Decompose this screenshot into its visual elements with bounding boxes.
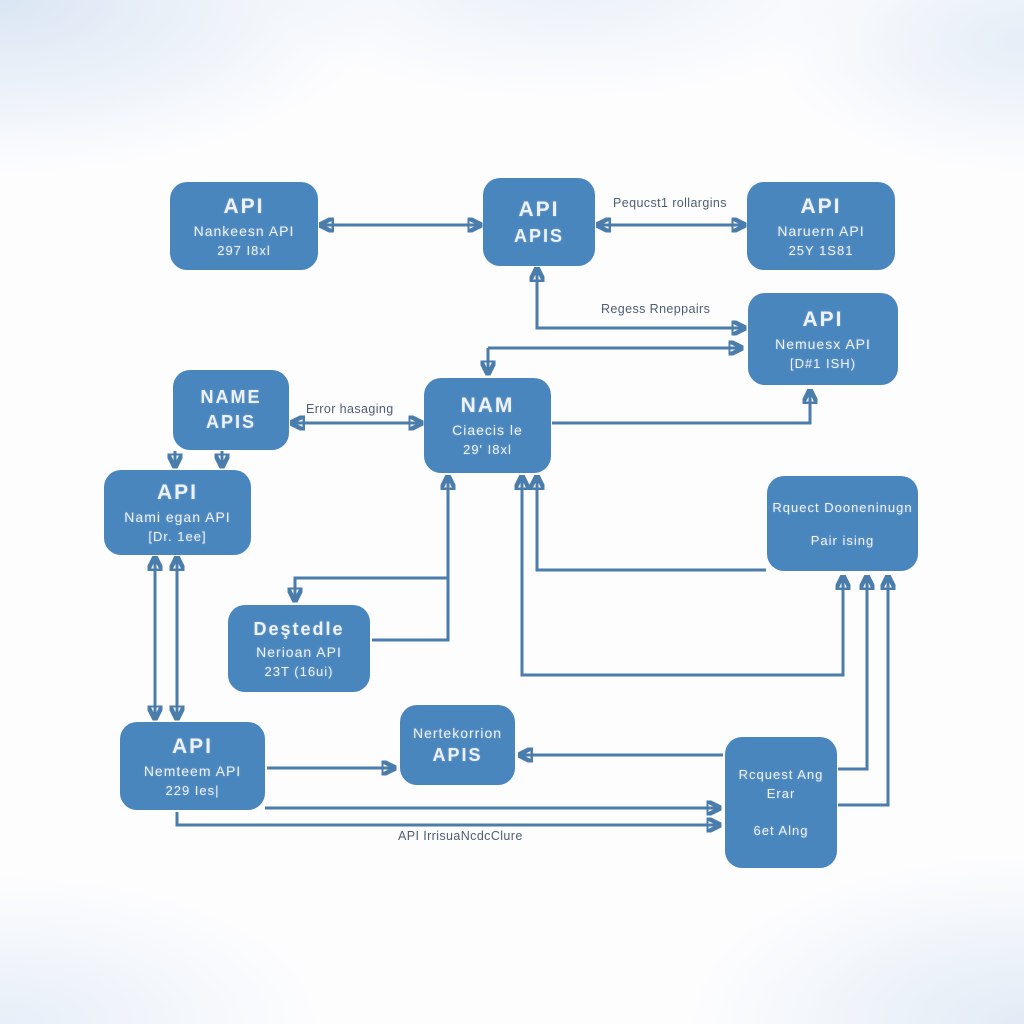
node-detail: 6et Alng [753,823,809,838]
node-api-right-row2: API Nemuesx API [D#1 ISH) [748,293,898,385]
node-detail: 25Y 1S81 [788,242,854,258]
node-title: Rcquest Ang [738,767,824,782]
node-subtitle: Ciaecis le [452,422,523,438]
node-title: API [223,194,265,218]
edge-branch-desteds-top [295,576,448,600]
node-subtitle: APIS [432,744,483,765]
node-title: Deştedle [253,618,345,639]
node-api-left-row3: API Nami egan API [Dr. 1ee] [104,470,251,555]
edge-nam-right2-bottom [552,391,810,425]
edge-parsing-nam-short [537,477,766,572]
edge-nam-parsing-loop [522,477,843,677]
edge-api5-reqerr-2 [175,812,719,825]
node-title: NAME [200,387,262,407]
node-request-parsing: Rquect Dooneninugn Pair ising [767,476,918,571]
node-subtitle: Nemuesx API [775,335,871,352]
edge-topmid-right2 [537,269,744,328]
node-detail: 229 Ies| [165,782,220,798]
node-subtitle: Nemteem API [143,762,242,779]
node-api-apis-top-mid: API APIS [483,178,595,266]
node-api-left-row5: API Nemteem API 229 Ies| [120,722,265,810]
node-subtitle: Erar [766,786,796,801]
node-title: API [802,307,844,331]
node-subtitle: Nerioan API [256,643,342,660]
edge-label-api-infrastructure: API IrrisuaNcdcClure [398,829,523,843]
edge-label-regess-rneppairs: Regess Rneppairs [601,302,711,316]
edge-nam-desteds-side [372,477,448,642]
node-title: API [518,197,560,221]
node-desteds: Deştedle Nerioan API 23T (16ui) [228,605,370,692]
node-title: API [800,194,842,218]
node-title: API [156,481,198,504]
node-title: Nertekorrion [412,724,503,741]
node-nam-center: NAM Ciaecis le 29' I8xl [424,378,551,473]
node-api-top-right: API Naruern API 25Y 1S81 [747,182,895,270]
node-detail: 23T (16ui) [264,663,334,679]
edge-reqerr-parsing-2 [838,577,888,807]
node-detail: 297 I8xl [217,242,271,258]
node-subtitle: Pair ising [810,532,875,548]
edge-label-request-rollagins: Pequcst1 rollargins [613,196,727,210]
node-detail: [Dr. 1ee] [148,529,207,544]
node-subtitle: APIS [513,225,564,246]
node-nertekorrion-apis: Nertekorrion APIS [400,705,515,785]
node-title: Rquect Dooneninugn [772,499,913,515]
node-subtitle: APIS [205,412,256,432]
edge-label-error-hasaging: Error hasaging [306,402,394,416]
node-subtitle: Nankeesn API [193,222,295,239]
node-title: NAM [460,394,515,417]
node-subtitle: Naruern API [777,222,865,239]
node-name-apis: NAME APIS [173,370,289,450]
edge-reqerr-parsing-1 [838,577,867,771]
node-detail: 29' I8xl [463,442,512,457]
node-api-top-left: API Nankeesn API 297 I8xl [170,182,318,270]
node-request-ang-error: Rcquest Ang Erar 6et Alng [725,737,837,868]
node-detail: [D#1 ISH) [789,355,857,371]
node-subtitle: Nami egan API [124,509,231,525]
node-title: API [171,734,213,758]
